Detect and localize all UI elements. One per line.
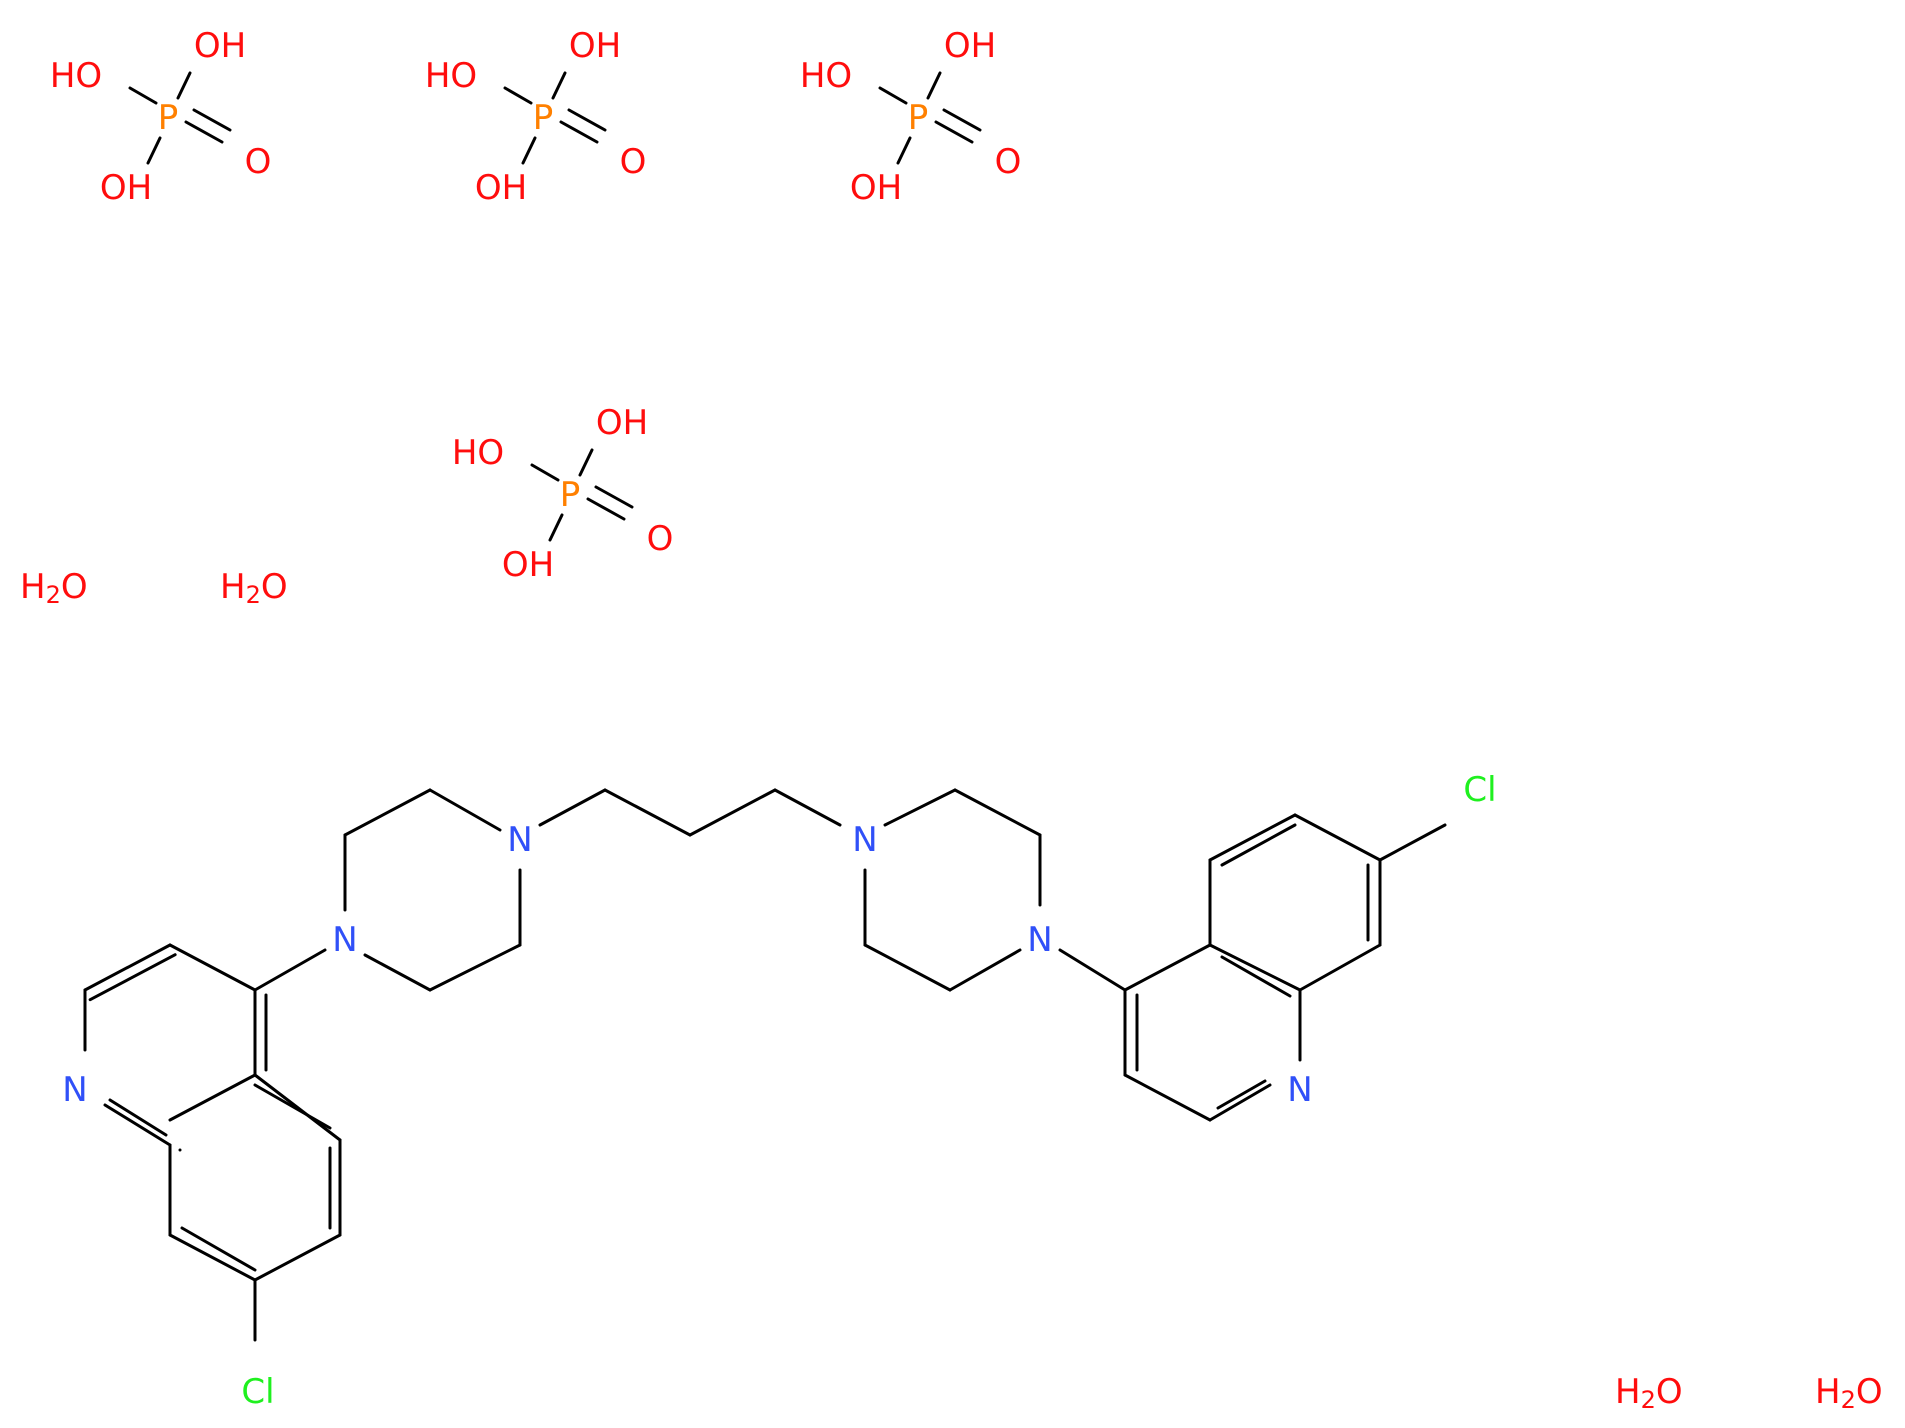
p-o-bond: [128, 86, 158, 105]
ring-bond: [83, 943, 172, 992]
ring-bond: [253, 1083, 332, 1130]
ring-bond: [428, 943, 522, 992]
ring-bond: [1123, 1073, 1212, 1122]
ring-bond: [863, 943, 952, 992]
ring-bond: [883, 788, 957, 827]
p-o-double-bond: [184, 120, 224, 144]
water-label: H2O: [220, 567, 288, 609]
phosphorus-atom: P: [158, 98, 179, 138]
p-o-double-bond: [559, 120, 599, 144]
ring-bond: [103, 1103, 172, 1147]
oxygen-atom: O: [620, 142, 647, 182]
nitrogen-atom: N: [507, 820, 532, 860]
hydroxyl-label: HO: [800, 56, 852, 96]
p-o-bond: [503, 86, 533, 105]
hydroxyl-label: OH: [850, 168, 902, 208]
p-o-bond: [176, 71, 192, 100]
p-o-bond: [521, 136, 537, 165]
p-o-double-bond: [942, 108, 982, 132]
water-label: H2O: [1815, 1372, 1883, 1414]
p-o-bond: [926, 71, 942, 100]
hydroxyl-label: HO: [425, 56, 477, 96]
hydroxyl-label: OH: [944, 26, 996, 66]
ring-bond: [953, 788, 1042, 837]
ring-double-bond: [1220, 955, 1292, 998]
p-o-bond: [146, 136, 162, 165]
p-o-bond: [551, 71, 567, 100]
hydroxyl-label: HO: [452, 433, 504, 473]
phosphorus-atom: P: [533, 98, 554, 138]
nitrogen-atom: N: [1287, 1070, 1312, 1110]
nitrogen-atom: N: [332, 920, 357, 960]
oxygen-atom: O: [245, 142, 272, 182]
ring-double-bond: [88, 953, 177, 1002]
ring-bond: [948, 948, 1022, 992]
ring-bond: [1123, 943, 1212, 992]
chlorine-atom: Cl: [241, 1372, 274, 1412]
hydroxyl-label: OH: [475, 168, 527, 208]
hydroxyl-label: OH: [100, 168, 152, 208]
ring-double-bond: [180, 1226, 257, 1272]
ring-bond: [343, 788, 432, 837]
ring-bond: [168, 943, 257, 992]
p-o-bond: [530, 463, 560, 482]
chain-bond: [773, 788, 842, 827]
ring-bond: [1208, 943, 1302, 992]
ring-bond: [428, 788, 502, 832]
p-o-bond: [578, 448, 594, 477]
chain-bond: [538, 788, 607, 827]
c-n-bond: [253, 948, 327, 992]
nitrogen-atom: N: [1027, 920, 1052, 960]
ring-bond: [363, 953, 432, 992]
bond-layer: [83, 71, 1447, 1342]
phosphorus-atom: P: [560, 475, 581, 515]
oxygen-atom: O: [647, 519, 674, 559]
p-o-double-bond: [586, 497, 626, 521]
phosphorus-atom: P: [908, 98, 929, 138]
chlorine-atom: Cl: [1463, 770, 1496, 810]
hydroxyl-label: OH: [569, 26, 621, 66]
ring-bond: [168, 1073, 257, 1122]
water-label: H2O: [20, 567, 88, 609]
water-label: H2O: [1615, 1372, 1683, 1414]
ring-double-bond: [108, 1098, 168, 1137]
ring-double-bond: [1220, 823, 1297, 867]
p-o-bond: [896, 136, 912, 165]
ring-bond: [253, 1073, 342, 1142]
ring-bond: [1298, 943, 1382, 992]
hydroxyl-label: OH: [194, 26, 246, 66]
p-o-bond: [548, 513, 564, 542]
ring-bond: [253, 1233, 342, 1282]
p-o-double-bond: [934, 120, 974, 144]
chain-bond: [688, 788, 777, 837]
chain-bond: [603, 788, 692, 837]
hydroxyl-label: HO: [50, 56, 102, 96]
p-o-double-bond: [594, 485, 634, 509]
c-cl-bond: [1378, 823, 1447, 862]
hydroxyl-label: OH: [502, 545, 554, 585]
hydroxyl-label: OH: [596, 403, 648, 443]
p-o-bond: [878, 86, 908, 105]
ring-bond: [1208, 1083, 1272, 1122]
oxygen-atom: O: [995, 142, 1022, 182]
nitrogen-atom: N: [62, 1070, 87, 1110]
p-o-double-bond: [567, 108, 607, 132]
ring-bond: [168, 1233, 257, 1282]
ring-bond: [1293, 813, 1382, 862]
ring-double-bond: [1216, 1079, 1267, 1110]
nitrogen-atom: N: [852, 820, 877, 860]
c-n-bond: [1058, 948, 1127, 992]
p-o-double-bond: [192, 108, 232, 132]
ring-bond: [1208, 813, 1297, 862]
